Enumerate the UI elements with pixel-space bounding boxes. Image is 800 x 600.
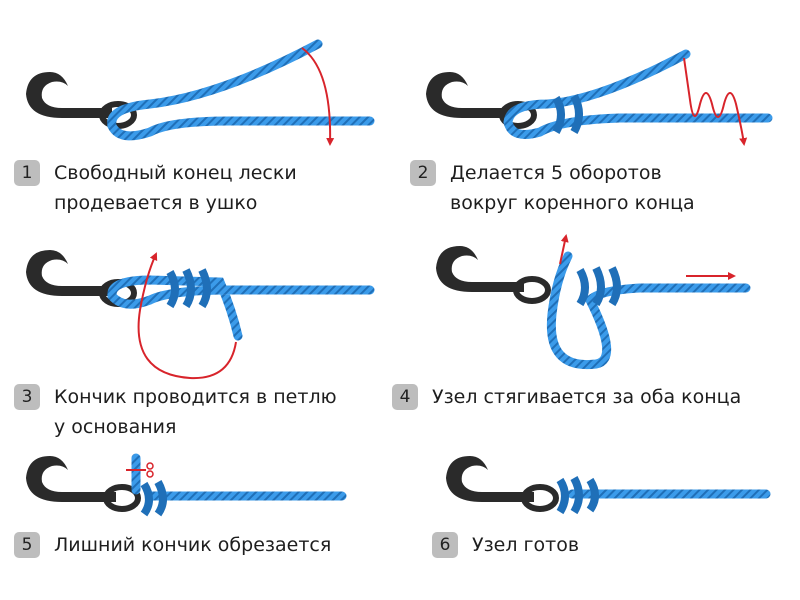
step-2: 2 Делается 5 оборотов вокруг коренного к…: [410, 158, 695, 218]
fish-hook-icon: [26, 456, 116, 502]
step-number-badge: 4: [392, 384, 418, 410]
fish-hook-icon: [426, 72, 512, 118]
caption-line: Узел стягивается за оба конца: [432, 386, 742, 408]
knot: [556, 476, 599, 515]
fish-hook-icon: [26, 72, 112, 118]
step-caption: Свободный конец лески продевается в ушко: [54, 158, 297, 218]
hook-eye: [513, 276, 551, 304]
panel-3-illustration: [26, 250, 375, 380]
step-caption: Узел готов: [472, 530, 579, 560]
wrap-turn: [570, 94, 583, 134]
direction-arrow-icon: [137, 252, 237, 380]
step-number-badge: 5: [14, 532, 40, 558]
panel-6-illustration: [446, 456, 771, 515]
direction-arrow-icon: [683, 57, 748, 146]
knot: [140, 480, 167, 517]
caption-line: Узел готов: [472, 534, 580, 556]
scissors-icon: [126, 462, 154, 478]
step-caption: Узел стягивается за оба конца: [432, 382, 741, 412]
wrap-coil: [576, 266, 621, 307]
step-6: 6 Узел готов: [432, 530, 579, 560]
fishing-line-icon: [107, 275, 375, 341]
step-caption: Кончик проводится в петлю у основания: [54, 382, 337, 442]
direction-arrow-icon: [301, 47, 335, 146]
fish-hook-icon: [26, 250, 112, 296]
fish-hook-icon: [436, 246, 524, 292]
direction-arrow-icon: [559, 234, 569, 265]
hook-eye: [521, 484, 559, 512]
wrap-turn: [552, 95, 565, 134]
caption-line: Лишний кончик обрезается: [54, 534, 332, 556]
caption-line: у основания: [54, 416, 177, 438]
caption-line: продевается в ушко: [54, 192, 258, 214]
caption-line: Свободный конец лески: [54, 162, 297, 184]
panel-4-illustration: [436, 234, 751, 370]
step-4: 4 Узел стягивается за оба конца: [392, 382, 741, 412]
wrap-coil: [166, 268, 211, 309]
fishing-line-icon: [131, 453, 347, 501]
step-number-badge: 3: [14, 384, 40, 410]
step-3: 3 Кончик проводится в петлю у основания: [14, 382, 337, 442]
panel-5-illustration: [26, 453, 347, 517]
hook-eye: [103, 484, 141, 512]
step-number-badge: 6: [432, 532, 458, 558]
caption-line: вокруг коренного конца: [450, 192, 695, 214]
step-caption: Лишний кончик обрезается: [54, 530, 331, 560]
hook-eye: [499, 101, 537, 129]
fish-hook-icon: [446, 456, 534, 502]
step-5: 5 Лишний кончик обрезается: [14, 530, 331, 560]
panel-1-illustration: [26, 39, 375, 146]
step-1: 1 Свободный конец лески продевается в уш…: [14, 158, 297, 218]
panel-2-illustration: [426, 49, 773, 146]
fishing-line-icon: [107, 39, 375, 141]
step-number-badge: 1: [14, 160, 40, 186]
caption-line: Кончик проводится в петлю: [54, 386, 337, 408]
step-caption: Делается 5 оборотов вокруг коренного кон…: [450, 158, 695, 218]
step-number-badge: 2: [410, 160, 436, 186]
caption-line: Делается 5 оборотов: [450, 162, 662, 184]
hook-eye: [99, 101, 137, 129]
